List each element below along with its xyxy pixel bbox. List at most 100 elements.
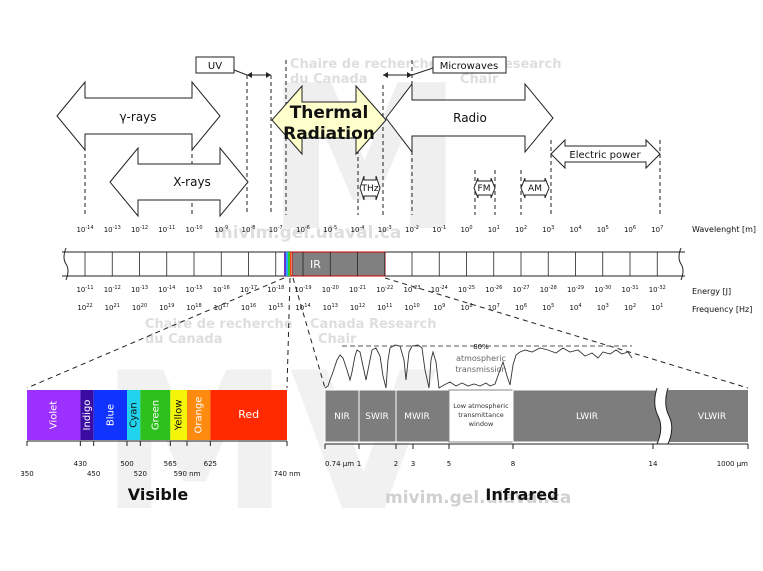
- visible-band-label: Red: [238, 408, 259, 421]
- infrared-tick-label: 1: [357, 460, 361, 468]
- vlwir-label: VLWIR: [698, 412, 726, 422]
- frequency-tick-label: 1015: [268, 303, 283, 312]
- fm-arrow: [473, 177, 496, 199]
- watermark-text-1: Chaire de recherche: [290, 57, 438, 72]
- wavelength-tick-label: 107: [651, 225, 663, 234]
- energy-tick-label: 10-29: [567, 285, 584, 294]
- infrared-tick-label: 2: [394, 460, 398, 468]
- visible-tick-label: 520: [134, 470, 147, 478]
- spectrum-bar: IR: [62, 247, 685, 281]
- visible-band-red: [210, 390, 287, 440]
- infrared-tick-label: 1000 μm: [717, 460, 748, 468]
- visible-band-label: Cyan: [129, 402, 140, 427]
- wavelength-tick-label: 10-4: [351, 225, 365, 234]
- gamma-arrow: [56, 80, 221, 152]
- frequency-tick-label: 1014: [295, 303, 310, 312]
- nir-band: [324, 389, 360, 443]
- axis-break: [654, 388, 672, 444]
- wavelength-tick-label: 102: [515, 225, 527, 234]
- energy-tick-label: 10-22: [376, 285, 393, 294]
- wavelength-tick-label: 10-3: [378, 225, 392, 234]
- frequency-tick-label: 105: [542, 303, 554, 312]
- watermark-letter-1: M: [265, 43, 464, 276]
- xrays-arrow: [109, 146, 249, 218]
- mwir-band: [395, 389, 450, 443]
- visible-band-violet: [27, 390, 81, 440]
- frequency-tick-label: 1021: [105, 303, 120, 312]
- wavelength-tick-label: 10-1: [432, 225, 446, 234]
- frequency-tick-label: 1012: [350, 303, 365, 312]
- frequency-tick-label: 1013: [323, 303, 338, 312]
- visible-tick-label: 590 nm: [174, 470, 201, 478]
- frequency-tick-label: 1019: [159, 303, 174, 312]
- infrared-title: Infrared: [485, 485, 558, 504]
- frequency-tick-label: 108: [460, 303, 472, 312]
- uv-box: [195, 56, 235, 74]
- thermal-label-2: Radiation: [283, 124, 375, 144]
- visible-band-label: Orange: [194, 397, 205, 434]
- watermark-url-2: mivim.gel.ulaval.ca: [385, 488, 571, 508]
- infrared-detail: 80% atmospheric transmission NIR SWIR MW…: [324, 343, 749, 504]
- frequency-tick-label: 1016: [241, 303, 256, 312]
- energy-tick-label: 10-28: [540, 285, 557, 294]
- thermal-label-1: Thermal: [290, 103, 369, 123]
- watermark-text-5: Chaire de recherche: [145, 317, 293, 332]
- visible-band-label: Indigo: [82, 400, 93, 431]
- low-transmittance-window: [448, 389, 514, 443]
- swir-label: SWIR: [365, 412, 389, 422]
- energy-tick-label: 10-21: [349, 285, 366, 294]
- wavelength-tick-label: 10-10: [185, 225, 202, 234]
- radio-label: Radio: [453, 111, 487, 125]
- transmission-pct: 80%: [473, 343, 489, 351]
- xrays-label: X-rays: [173, 175, 211, 189]
- frequency-tick-label: 1018: [186, 303, 201, 312]
- wavelength-tick-label: 10-7: [269, 225, 283, 234]
- visible-band-label: Violet: [49, 401, 60, 429]
- visible-band-label: Green: [150, 400, 161, 430]
- visible-tick-label: 740 nm: [274, 470, 301, 478]
- frequency-tick-label: 106: [515, 303, 527, 312]
- visible-tick-label: 350: [20, 470, 33, 478]
- frequency-tick-label: 1020: [132, 303, 147, 312]
- frequency-tick-label: 1011: [377, 303, 392, 312]
- visible-band-cyan: [127, 390, 141, 440]
- energy-tick-label: 10-18: [267, 285, 284, 294]
- thz-arrow: [359, 175, 381, 201]
- visible-band-label: Blue: [105, 404, 116, 426]
- energy-tick-label: 10-11: [76, 285, 93, 294]
- energy-tick-label: 10-19: [294, 285, 311, 294]
- infrared-tick-label: 5: [447, 460, 451, 468]
- visible-band-yellow: [170, 390, 187, 440]
- wavelength-tick-label: 10-2: [405, 225, 419, 234]
- mwir-label: MWIR: [404, 412, 430, 422]
- vlwir-band: [661, 390, 748, 442]
- energy-tick-label: 10-16: [213, 285, 230, 294]
- lwir-band: [512, 389, 662, 443]
- frequency-tick-label: 101: [651, 303, 663, 312]
- ir-bar: [291, 251, 386, 277]
- visible-tick-label: 625: [204, 460, 217, 468]
- frequency-tick-label: 104: [569, 303, 581, 312]
- energy-tick-label: 10-25: [458, 285, 475, 294]
- electric-power-arrow: [550, 138, 661, 170]
- uv-label: UV: [208, 61, 222, 72]
- frequency-tick-label: 109: [433, 303, 445, 312]
- wavelength-tick-label: 10-8: [242, 225, 256, 234]
- energy-tick-label: 10-31: [621, 285, 638, 294]
- watermark-text-7: Canada Research: [310, 317, 436, 332]
- ir-label: IR: [310, 258, 321, 271]
- am-arrow: [520, 177, 550, 199]
- electric-power-label: Electric power: [569, 150, 641, 161]
- frequency-axis-label: Frequency [Hz]: [692, 305, 752, 314]
- energy-axis-label: Energy [J]: [692, 287, 731, 296]
- visible-tick-label: 450: [87, 470, 100, 478]
- infrared-tick-label: 8: [511, 460, 515, 468]
- window-label-1: Low atmospheric: [453, 402, 509, 410]
- frequency-tick-label: 1022: [77, 303, 92, 312]
- watermark-url-1: mivim.gel.ulaval.ca: [215, 223, 401, 243]
